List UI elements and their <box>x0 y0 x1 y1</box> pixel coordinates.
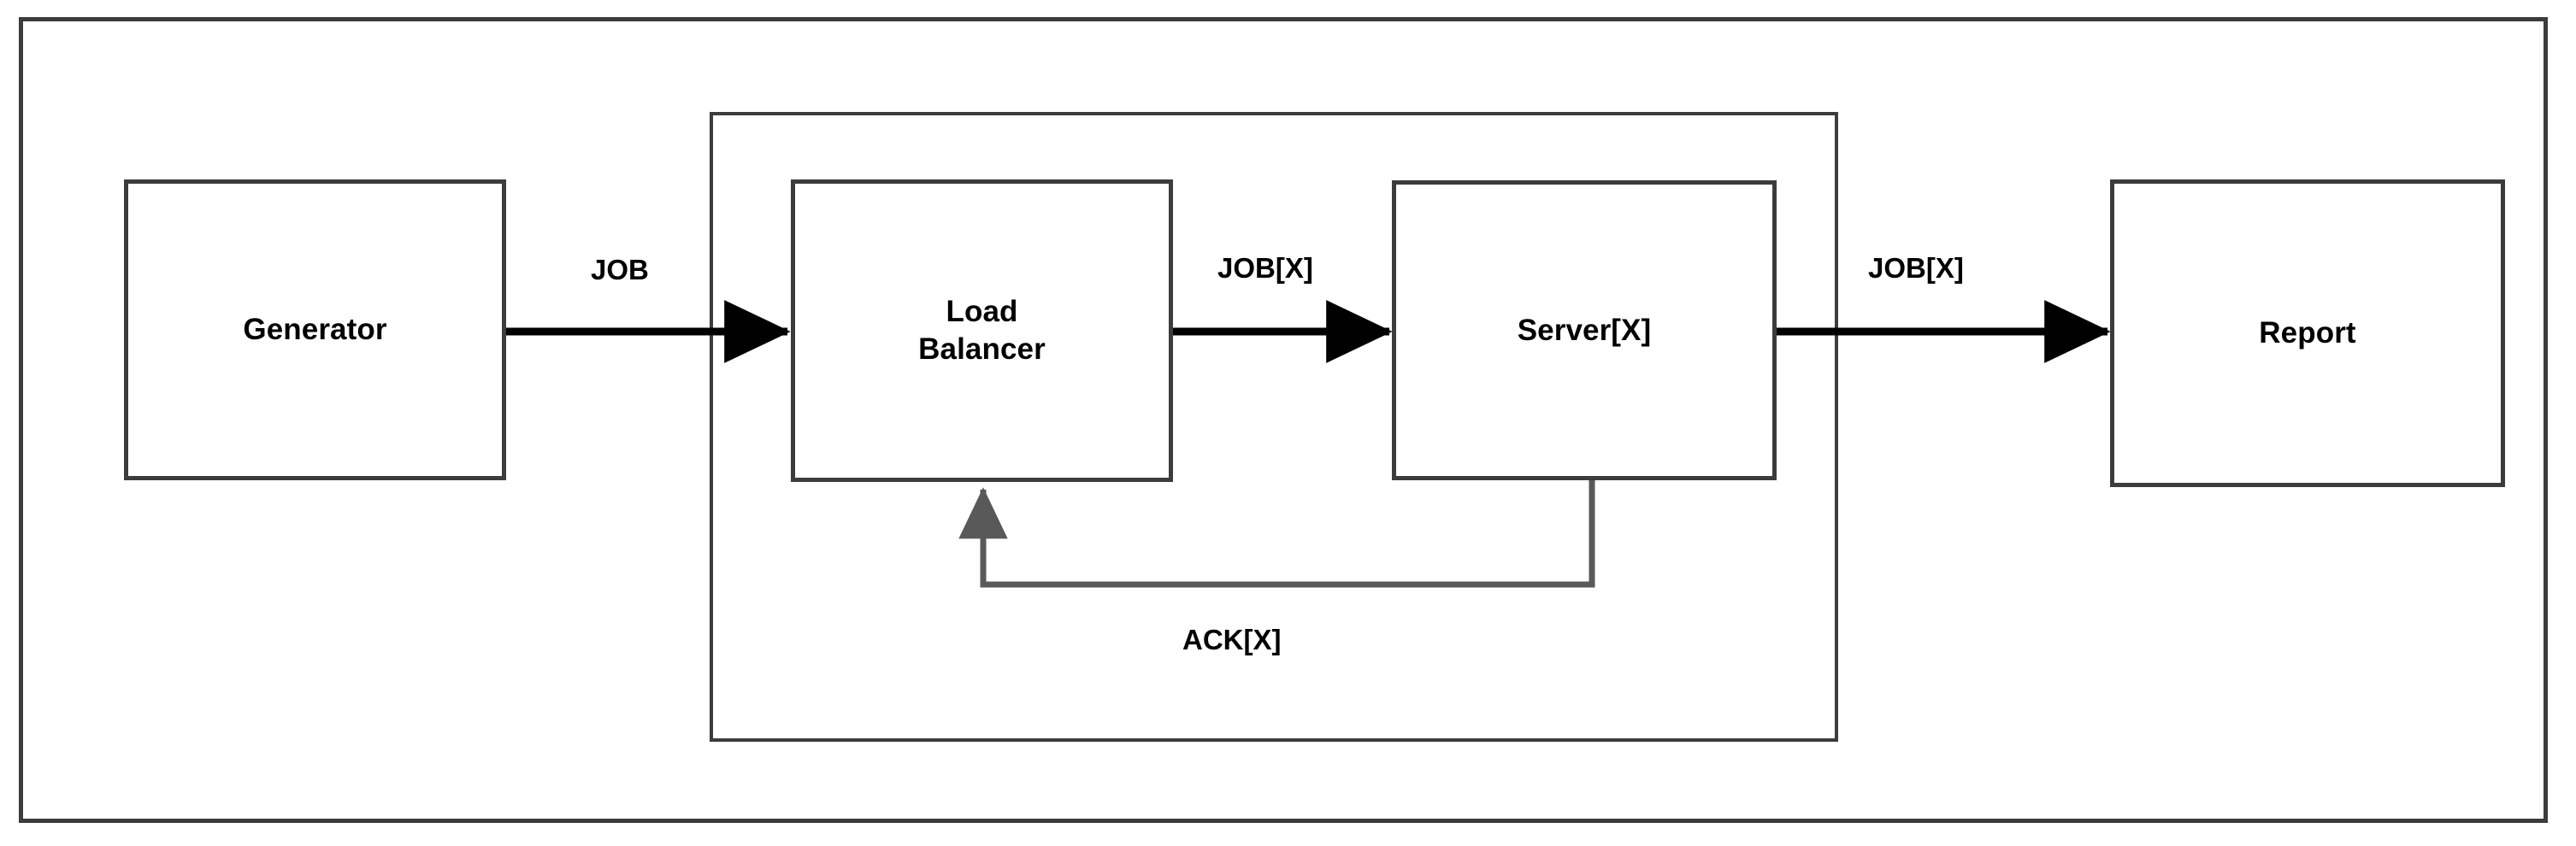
outer-container-frame <box>19 17 2548 823</box>
node-generator-label: Generator <box>243 313 387 347</box>
edge-label-ack-x: ACK[X] <box>1182 624 1282 655</box>
edge-label-job-x-load-balancer-to-server: JOB[X] <box>1217 252 1313 284</box>
node-server-label: Server[X] <box>1517 313 1652 347</box>
node-report[interactable]: Report <box>2110 179 2505 487</box>
node-server[interactable]: Server[X] <box>1392 180 1777 480</box>
node-load-balancer[interactable]: Load Balancer <box>791 179 1173 482</box>
node-report-label: Report <box>2259 316 2356 350</box>
node-load-balancer-label: Load Balancer <box>918 295 1046 366</box>
node-generator[interactable]: Generator <box>124 179 506 480</box>
system-container-frame <box>710 112 1838 742</box>
edge-label-job-x-server-to-report: JOB[X] <box>1868 252 1964 284</box>
edge-label-job: JOB <box>591 254 649 285</box>
